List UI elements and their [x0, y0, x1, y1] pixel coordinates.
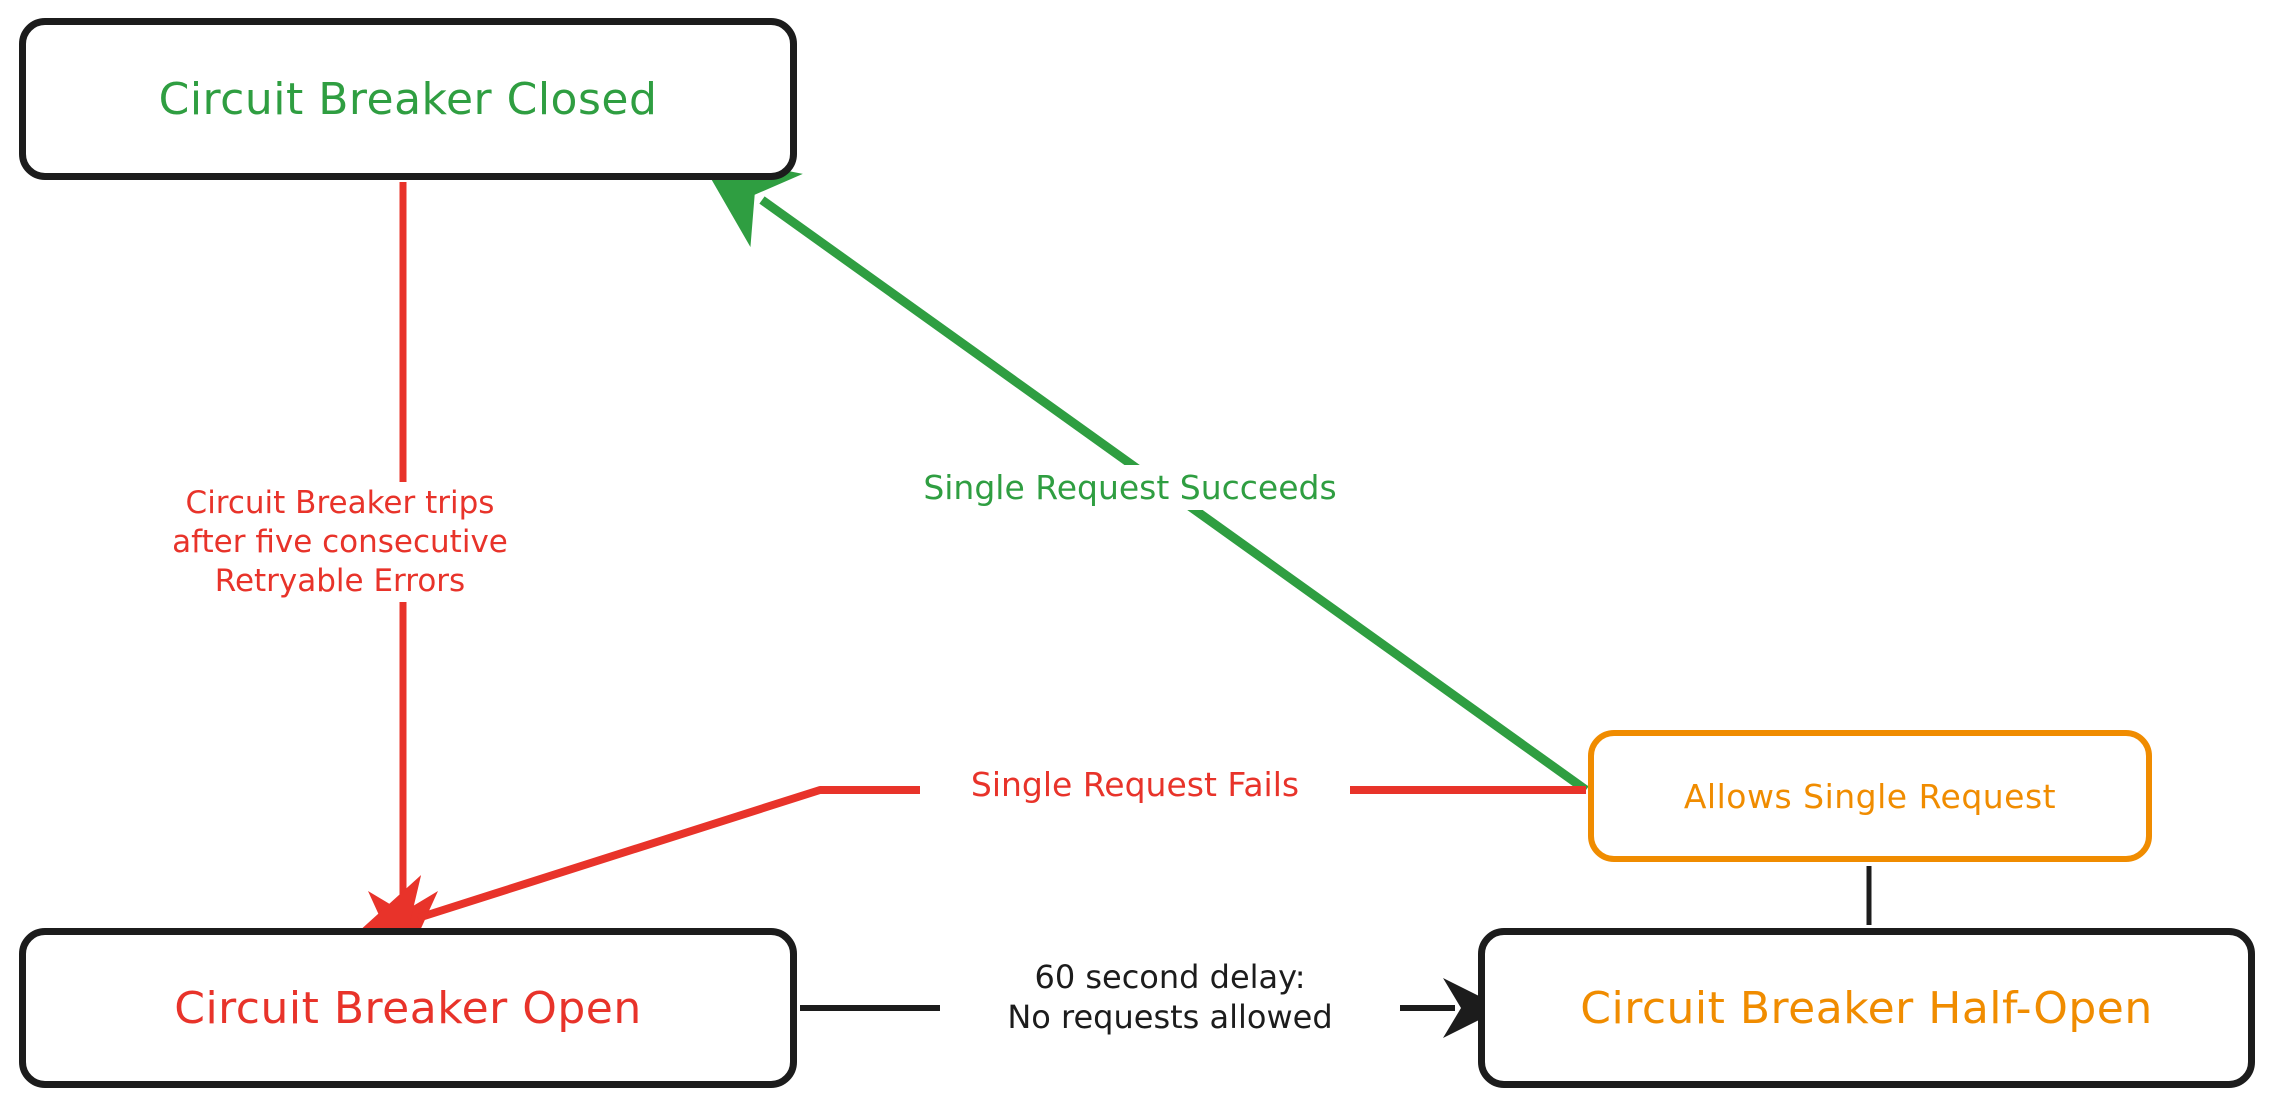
edge-label-allows-to-closed: Single Request Succeeds	[870, 465, 1390, 511]
node-circuit-breaker-half-open[interactable]: Circuit Breaker Half-Open	[1478, 928, 2255, 1088]
edge-label-allows-to-open: Single Request Fails	[920, 762, 1350, 808]
node-half-open-label: Circuit Breaker Half-Open	[1580, 982, 2153, 1034]
edge-label-closed-to-open: Circuit Breaker trips after five consecu…	[130, 482, 550, 603]
node-open-label: Circuit Breaker Open	[174, 982, 642, 1034]
node-circuit-breaker-closed[interactable]: Circuit Breaker Closed	[19, 18, 797, 180]
edge-label-open-to-halfopen: 60 second delay: No requests allowed	[940, 955, 1400, 1039]
node-allows-single-request[interactable]: Allows Single Request	[1588, 730, 2152, 862]
node-allows-label: Allows Single Request	[1683, 776, 2057, 816]
node-circuit-breaker-open[interactable]: Circuit Breaker Open	[19, 928, 797, 1088]
node-closed-label: Circuit Breaker Closed	[158, 73, 658, 125]
edge-allows-to-open	[349, 786, 1586, 952]
